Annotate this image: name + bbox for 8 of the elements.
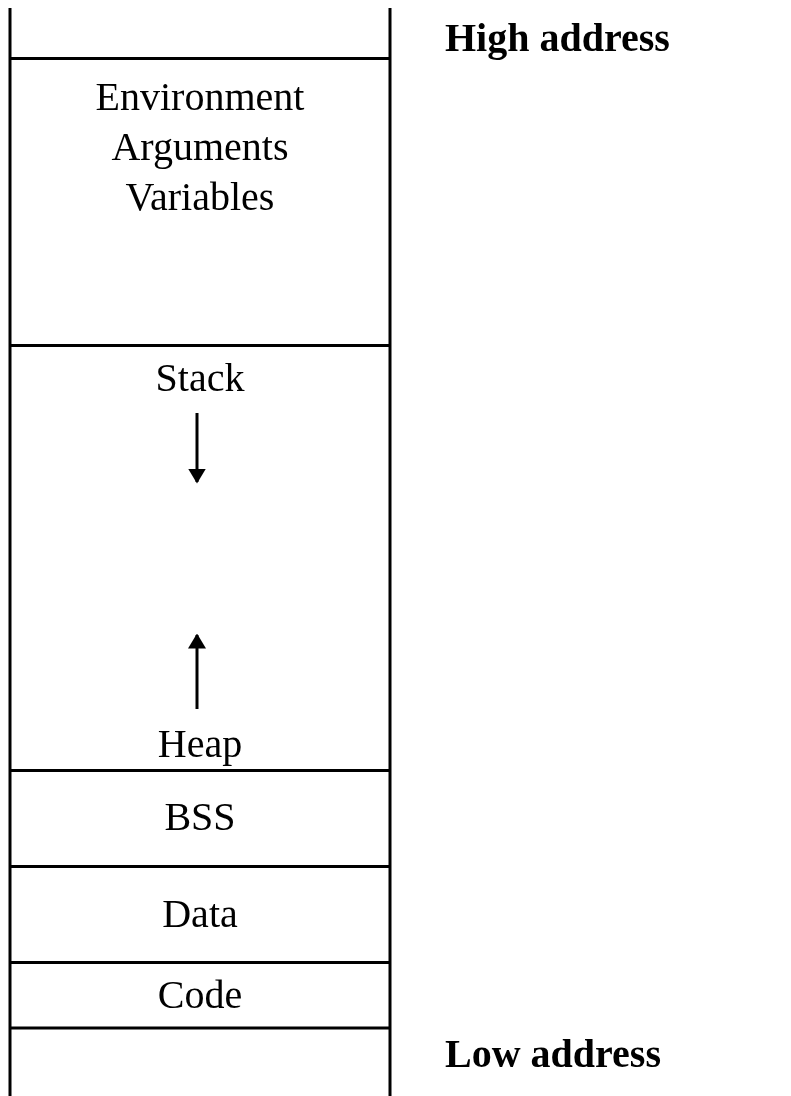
segment-label: Data <box>161 889 239 938</box>
address-label: High address <box>445 14 670 61</box>
segment-label: BSS <box>163 793 237 841</box>
address-label: Low address <box>445 1030 661 1077</box>
segment-label: Code <box>156 970 244 1019</box>
segment-label: Stack <box>154 354 246 402</box>
segment-label: Heap <box>156 720 244 768</box>
segment-label: Environment Arguments Variables <box>94 73 306 221</box>
